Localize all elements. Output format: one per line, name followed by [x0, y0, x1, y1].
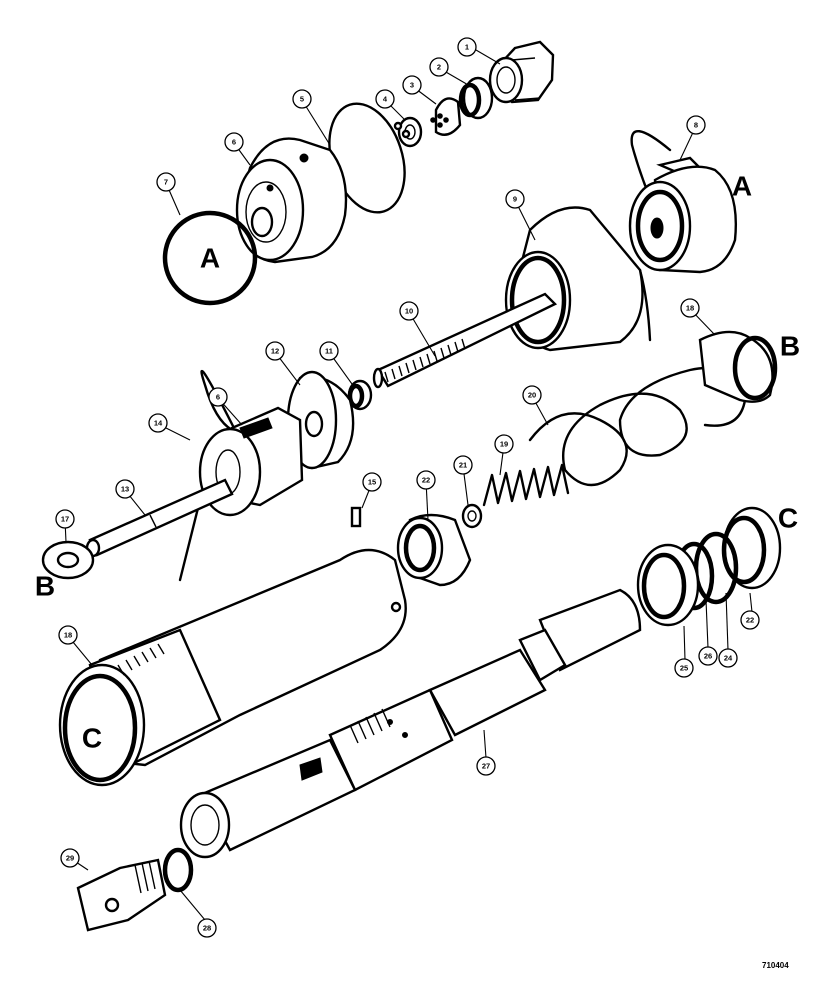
callout-14: 14 [148, 413, 168, 433]
part-o-ring-7: A [162, 210, 258, 306]
svg-text:8: 8 [694, 121, 698, 130]
part-threaded-rod-10 [372, 292, 558, 389]
svg-text:10: 10 [405, 307, 413, 316]
callout-19: 19 [494, 434, 514, 454]
callout-18-lower: 18 [58, 625, 78, 645]
part-gland-8: A [628, 129, 752, 342]
ring-label-a-right: A [732, 171, 752, 202]
svg-text:7: 7 [164, 178, 168, 187]
svg-text:4: 4 [383, 95, 388, 104]
callout-26: 26 [698, 646, 718, 666]
svg-text:29: 29 [66, 854, 74, 863]
part-washer-4 [397, 116, 423, 148]
callout-18-upper: 18 [680, 298, 700, 318]
svg-text:25: 25 [680, 664, 688, 673]
svg-text:18: 18 [64, 631, 72, 640]
svg-text:27: 27 [482, 762, 490, 771]
callout-25: 25 [674, 658, 694, 678]
part-fitting [488, 40, 555, 104]
svg-text:21: 21 [459, 461, 467, 470]
part-nut-11 [347, 379, 373, 411]
svg-text:17: 17 [61, 515, 69, 524]
callout-6-top: 6 [224, 132, 244, 152]
callout-1: 1 [457, 37, 477, 57]
callout-17: 17 [55, 509, 75, 529]
svg-text:22: 22 [422, 476, 430, 485]
callout-27: 27 [476, 756, 496, 776]
part-seal-25 [636, 543, 700, 627]
callout-24: 24 [718, 648, 738, 668]
svg-text:22: 22 [746, 616, 754, 625]
part-cylinder-head-9 [504, 206, 644, 352]
svg-text:6: 6 [232, 138, 236, 147]
callout-13: 13 [115, 479, 135, 499]
callout-22-upper: 22 [416, 470, 436, 490]
svg-text:15: 15 [368, 478, 376, 487]
part-clevis-29 [76, 858, 167, 932]
part-gland-13 [178, 369, 304, 582]
callout-28: 28 [197, 918, 217, 938]
callout-20: 20 [522, 385, 542, 405]
svg-text:12: 12 [271, 347, 279, 356]
ring-label-c-left: C [82, 723, 102, 754]
part-sleeve-22 [396, 513, 472, 587]
part-washer-21 [461, 503, 483, 529]
part-washer-17: B [35, 540, 95, 602]
svg-text:18: 18 [686, 304, 694, 313]
callout-29: 29 [60, 848, 80, 868]
part-spring-19 [482, 463, 570, 507]
callout-10: 10 [399, 301, 419, 321]
callout-22-lower: 22 [740, 610, 760, 630]
ring-label-c-right: C [778, 503, 798, 534]
callout-7: 7 [156, 172, 176, 192]
part-spool-27 [179, 588, 642, 859]
callout-21: 21 [453, 455, 473, 475]
part-body-16: C [58, 506, 407, 787]
callout-8: 8 [686, 115, 706, 135]
part-seal-2 [458, 76, 494, 120]
svg-text:14: 14 [154, 419, 163, 428]
ring-label-b-right: B [780, 331, 800, 362]
svg-text:1: 1 [465, 43, 469, 52]
callout-4: 4 [375, 89, 395, 109]
part-spring-20: B [528, 331, 800, 487]
svg-text:5: 5 [300, 95, 304, 104]
svg-text:20: 20 [528, 391, 536, 400]
svg-text:3: 3 [410, 81, 414, 90]
svg-text:24: 24 [724, 654, 733, 663]
callout-9: 9 [505, 189, 525, 209]
svg-text:2: 2 [437, 63, 441, 72]
svg-text:28: 28 [203, 924, 211, 933]
part-rod-13 [85, 478, 234, 558]
callout-3: 3 [402, 75, 422, 95]
svg-text:11: 11 [325, 347, 333, 356]
figure-number: 710404 [762, 961, 789, 970]
part-washer-3 [430, 97, 462, 136]
svg-text:19: 19 [500, 440, 508, 449]
callout-5: 5 [292, 89, 312, 109]
svg-text:13: 13 [121, 485, 129, 494]
svg-text:9: 9 [513, 195, 517, 204]
ring-label-b-left: B [35, 571, 55, 602]
part-o-ring-28 [162, 847, 194, 893]
callout-2: 2 [429, 57, 449, 77]
callout-15: 15 [362, 472, 382, 492]
svg-text:6: 6 [216, 393, 220, 402]
callout-12: 12 [265, 341, 285, 361]
callout-11: 11 [319, 341, 339, 361]
callout-6-middle: 6 [208, 387, 228, 407]
ring-label-a-left: A [200, 243, 220, 274]
svg-text:26: 26 [704, 652, 712, 661]
